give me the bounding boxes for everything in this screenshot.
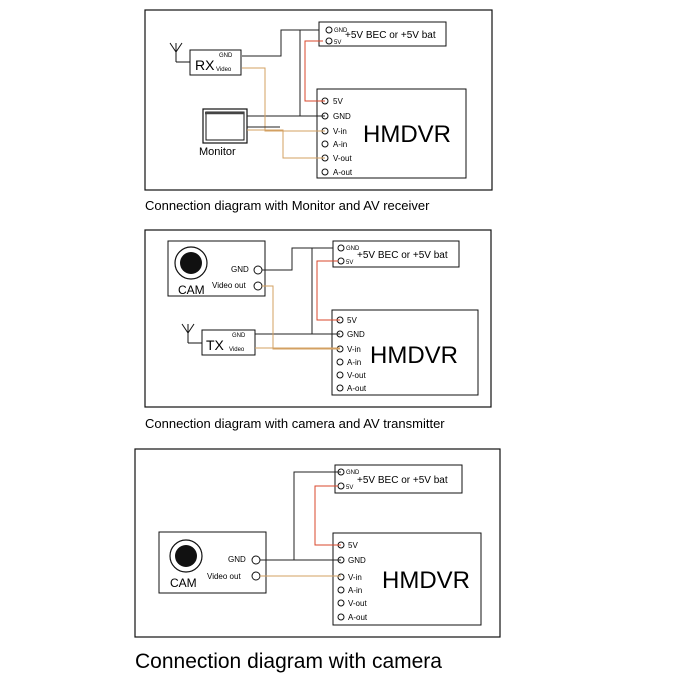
bec2-5v-label: 5V (346, 260, 353, 266)
rx-label: RX (195, 57, 215, 73)
bec-box-3 (334, 464, 463, 494)
hm3-pin-gnd: GND (348, 556, 366, 565)
pin-circle-icon (321, 168, 329, 176)
camera-lens-icon (174, 246, 208, 280)
pin-circle-icon (337, 573, 345, 581)
antenna-icon (181, 323, 202, 344)
bec1-gnd-label: GND (334, 28, 348, 34)
diagram3-caption: Connection diagram with camera (135, 650, 442, 673)
bec-box-1 (318, 21, 447, 47)
pin-circle-icon (251, 555, 261, 565)
hm1-pin-vin: V-in (333, 127, 347, 136)
tx-label: TX (206, 337, 225, 353)
diagram2-wires (255, 247, 340, 350)
monitor-label: Monitor (199, 146, 236, 158)
monitor-icon (202, 108, 248, 144)
pin-circle-icon (253, 281, 263, 291)
pin-circle-icon (336, 384, 344, 392)
diagram1-caption: Connection diagram with Monitor and AV r… (145, 198, 430, 213)
hm3-pin-vin: V-in (348, 573, 362, 582)
hm3-pin-ain: A-in (348, 586, 362, 595)
cam3-video-label: Video out (207, 572, 241, 581)
cam3-label: CAM (170, 576, 197, 590)
tx-gnd-label: GND (232, 333, 246, 339)
pin-circle-icon (337, 257, 345, 265)
pin-circle-icon (336, 371, 344, 379)
pin-circle-icon (325, 26, 333, 34)
diagram-camera: CAM GND Video out GND 5V +5V BEC or +5V … (134, 448, 501, 673)
hm2-pin-vin: V-in (347, 345, 361, 354)
pin-circle-icon (336, 358, 344, 366)
pin-circle-icon (337, 599, 345, 607)
diagram-camera-transmitter: CAM GND Video out TX GND Video GND 5V +5… (144, 229, 492, 431)
hm1-pin-aout: A-out (333, 168, 353, 177)
cam-box-3 (158, 531, 267, 594)
pin-circle-icon (253, 265, 263, 275)
tx-video-label: Video (229, 347, 245, 353)
bec1-label: +5V BEC or +5V bat (345, 30, 436, 41)
pin-circle-icon (337, 482, 345, 490)
cam-box-2 (167, 240, 266, 297)
bec-box-2 (332, 240, 460, 268)
hm1-pin-5v: 5V (333, 97, 343, 106)
hm1-pin-vout: V-out (333, 154, 352, 163)
bec2-label: +5V BEC or +5V bat (357, 250, 448, 261)
hm1-pin-ain: A-in (333, 140, 347, 149)
pin-circle-icon (321, 140, 329, 148)
bec3-gnd-label: GND (346, 470, 360, 476)
pin-circle-icon (337, 613, 345, 621)
rx-gnd-label: GND (219, 53, 233, 59)
hmdvr-box-2 (331, 309, 479, 396)
hm3-pin-aout: A-out (348, 613, 368, 622)
bec3-label: +5V BEC or +5V bat (357, 475, 448, 486)
antenna-icon (169, 42, 190, 63)
hm2-pin-ain: A-in (347, 358, 361, 367)
hmdvr-box-3 (332, 532, 482, 626)
camera-lens-icon (169, 539, 203, 573)
hm1-pin-gnd: GND (333, 112, 351, 121)
diagram-monitor-receiver: GND 5V +5V BEC or +5V bat 5V GND V-in A-… (144, 9, 493, 213)
cam2-video-label: Video out (212, 281, 246, 290)
rx-video-label: Video (216, 67, 232, 73)
pin-circle-icon (337, 586, 345, 594)
hm2-pin-aout: A-out (347, 384, 367, 393)
cam2-label: CAM (178, 283, 205, 297)
hm2-pin-vout: V-out (347, 371, 366, 380)
diagram2-caption: Connection diagram with camera and AV tr… (145, 416, 445, 431)
diagram2-frame (144, 229, 492, 408)
hmdvr2-label: HMDVR (370, 342, 458, 369)
diagram1-frame (144, 9, 493, 191)
diagram3-frame (134, 448, 501, 638)
hmdvr1-label: HMDVR (363, 121, 451, 148)
hmdvr3-label: HMDVR (382, 567, 470, 594)
cam2-gnd-label: GND (231, 265, 249, 274)
diagram1-wires (242, 29, 325, 159)
hm3-pin-vout: V-out (348, 599, 367, 608)
hm3-pin-5v: 5V (348, 541, 358, 550)
cam3-gnd-label: GND (228, 555, 246, 564)
bec3-5v-label: 5V (346, 485, 353, 491)
bec1-5v-label: 5V (334, 40, 341, 46)
bec2-gnd-label: GND (346, 246, 360, 252)
pin-circle-icon (325, 37, 333, 45)
pin-circle-icon (337, 244, 345, 252)
hm2-pin-gnd: GND (347, 330, 365, 339)
pin-circle-icon (251, 571, 261, 581)
hmdvr-box-1 (316, 88, 467, 179)
diagram3-wires (260, 471, 341, 577)
hm2-pin-5v: 5V (347, 316, 357, 325)
